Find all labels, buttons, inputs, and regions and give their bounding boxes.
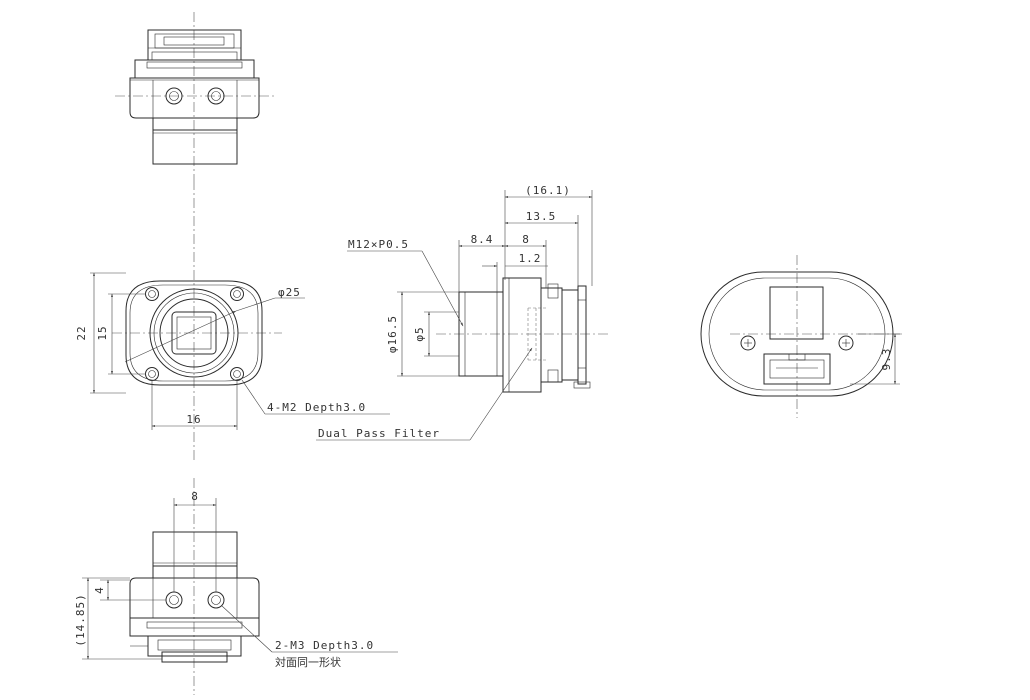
dim-15: 15 (96, 325, 109, 340)
dim-8: 8 (522, 233, 530, 246)
bottom-view: 8 4 (14.85) 2-M3 Depth3.0 対面同一形状 (74, 478, 398, 695)
dim-8-4: 8.4 (471, 233, 494, 246)
dim-bottom-8: 8 (191, 490, 199, 503)
dim-bottom-4: 4 (93, 586, 106, 594)
dim-22: 22 (75, 325, 88, 340)
callout-4-m2: 4-M2 Depth3.0 (267, 401, 366, 414)
dim-diameter-25: φ25 (278, 286, 301, 299)
rear-view: 9.3 (700, 255, 905, 418)
callout-2-m3: 2-M3 Depth3.0 (275, 639, 374, 652)
top-view (115, 12, 275, 180)
dim-diameter-16-5: φ16.5 (386, 315, 399, 353)
callout-2-m3-note: 対面同一形状 (275, 655, 341, 669)
dim-16-1: (16.1) (525, 184, 571, 197)
dim-diameter-5: φ5 (413, 326, 426, 341)
callout-dual-pass-filter: Dual Pass Filter (318, 427, 440, 440)
dim-1-2: 1.2 (519, 252, 542, 265)
dim-16: 16 (186, 413, 201, 426)
side-view: (16.1) 13.5 8.4 8 1.2 φ16.5 φ5 M12×P0.5 … (316, 184, 610, 441)
front-view: 22 15 16 φ25 4-M2 Depth3.0 (75, 180, 390, 460)
dim-9-3: 9.3 (880, 348, 893, 371)
dim-13-5: 13.5 (526, 210, 557, 223)
callout-m12: M12×P0.5 (348, 238, 409, 251)
dim-bottom-14-85: (14.85) (74, 593, 87, 646)
